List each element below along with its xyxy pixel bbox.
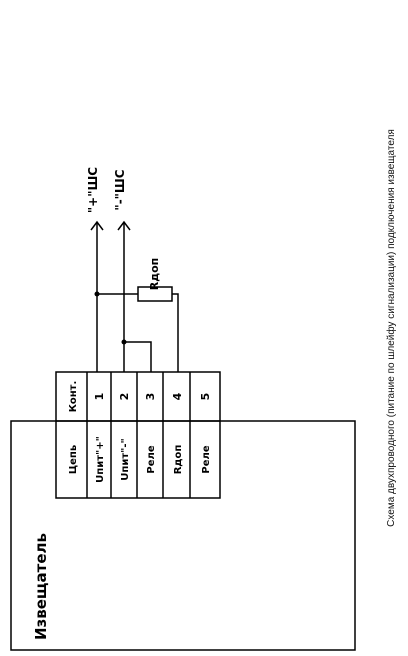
header-circuit: Цепь	[68, 445, 79, 474]
circuit-name: Rдоп	[173, 445, 184, 475]
resistor	[137, 286, 173, 302]
circuit-name: Реле	[201, 445, 212, 473]
diagram-caption: Схема двухпроводного (питание по шлейфу …	[385, 129, 397, 527]
loop-minus-label: "-"ШС	[113, 169, 127, 210]
contact-number: 4	[171, 392, 184, 400]
junction-dot	[94, 291, 100, 297]
contact-number: 1	[93, 393, 106, 401]
junction-dot	[121, 339, 127, 345]
arrow-up-icon	[117, 220, 131, 231]
device-title: Извещатель	[32, 533, 50, 640]
circuit-name: Uпит"+"	[95, 436, 106, 483]
loop-plus-label: "+"ШС	[86, 167, 100, 213]
header-contact: Конт.	[68, 381, 79, 413]
terminal-table	[55, 371, 221, 499]
circuit-name: Uпит"-"	[120, 438, 131, 480]
contact-number: 5	[199, 393, 212, 401]
circuit-name: Реле	[146, 445, 157, 473]
contact-number: 2	[118, 393, 131, 401]
wiring	[96, 222, 179, 372]
contact-number: 3	[144, 393, 157, 401]
resistor-label: Rдоп	[148, 258, 161, 291]
arrow-up-icon	[90, 220, 104, 231]
